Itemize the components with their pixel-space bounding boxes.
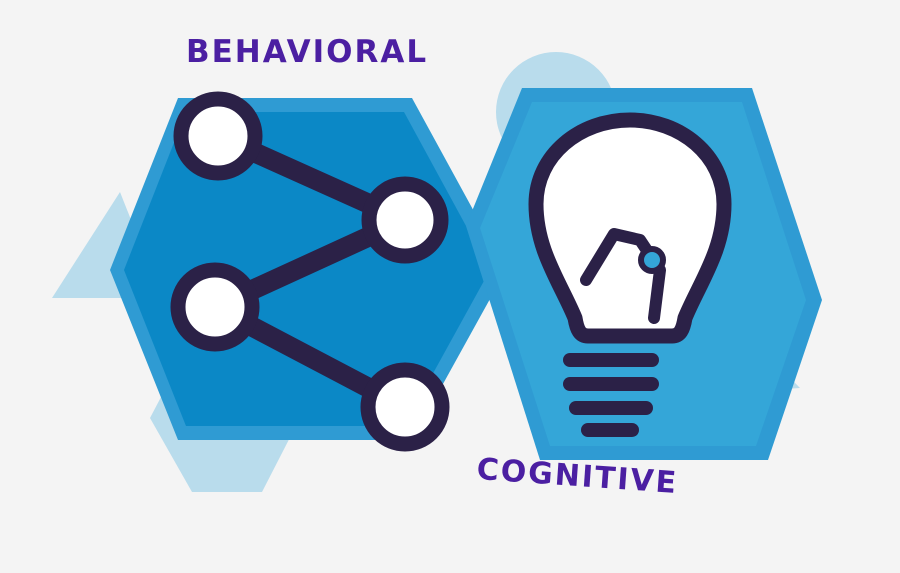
share-network-icon	[170, 91, 450, 452]
share-node-mid-left	[170, 262, 260, 352]
behavioral-hexagon	[110, 91, 506, 452]
lightbulb-icon	[528, 112, 732, 437]
share-node-top	[173, 91, 263, 181]
bulb-filament	[580, 228, 666, 324]
share-node-mid-right	[361, 176, 449, 264]
behavioral-label: BEHAVIORAL	[186, 34, 429, 70]
cognitive-hexagon	[466, 88, 822, 460]
share-node-bottom	[360, 362, 450, 452]
bulb-glass	[528, 112, 732, 344]
bulb-filament-dot	[638, 246, 666, 274]
